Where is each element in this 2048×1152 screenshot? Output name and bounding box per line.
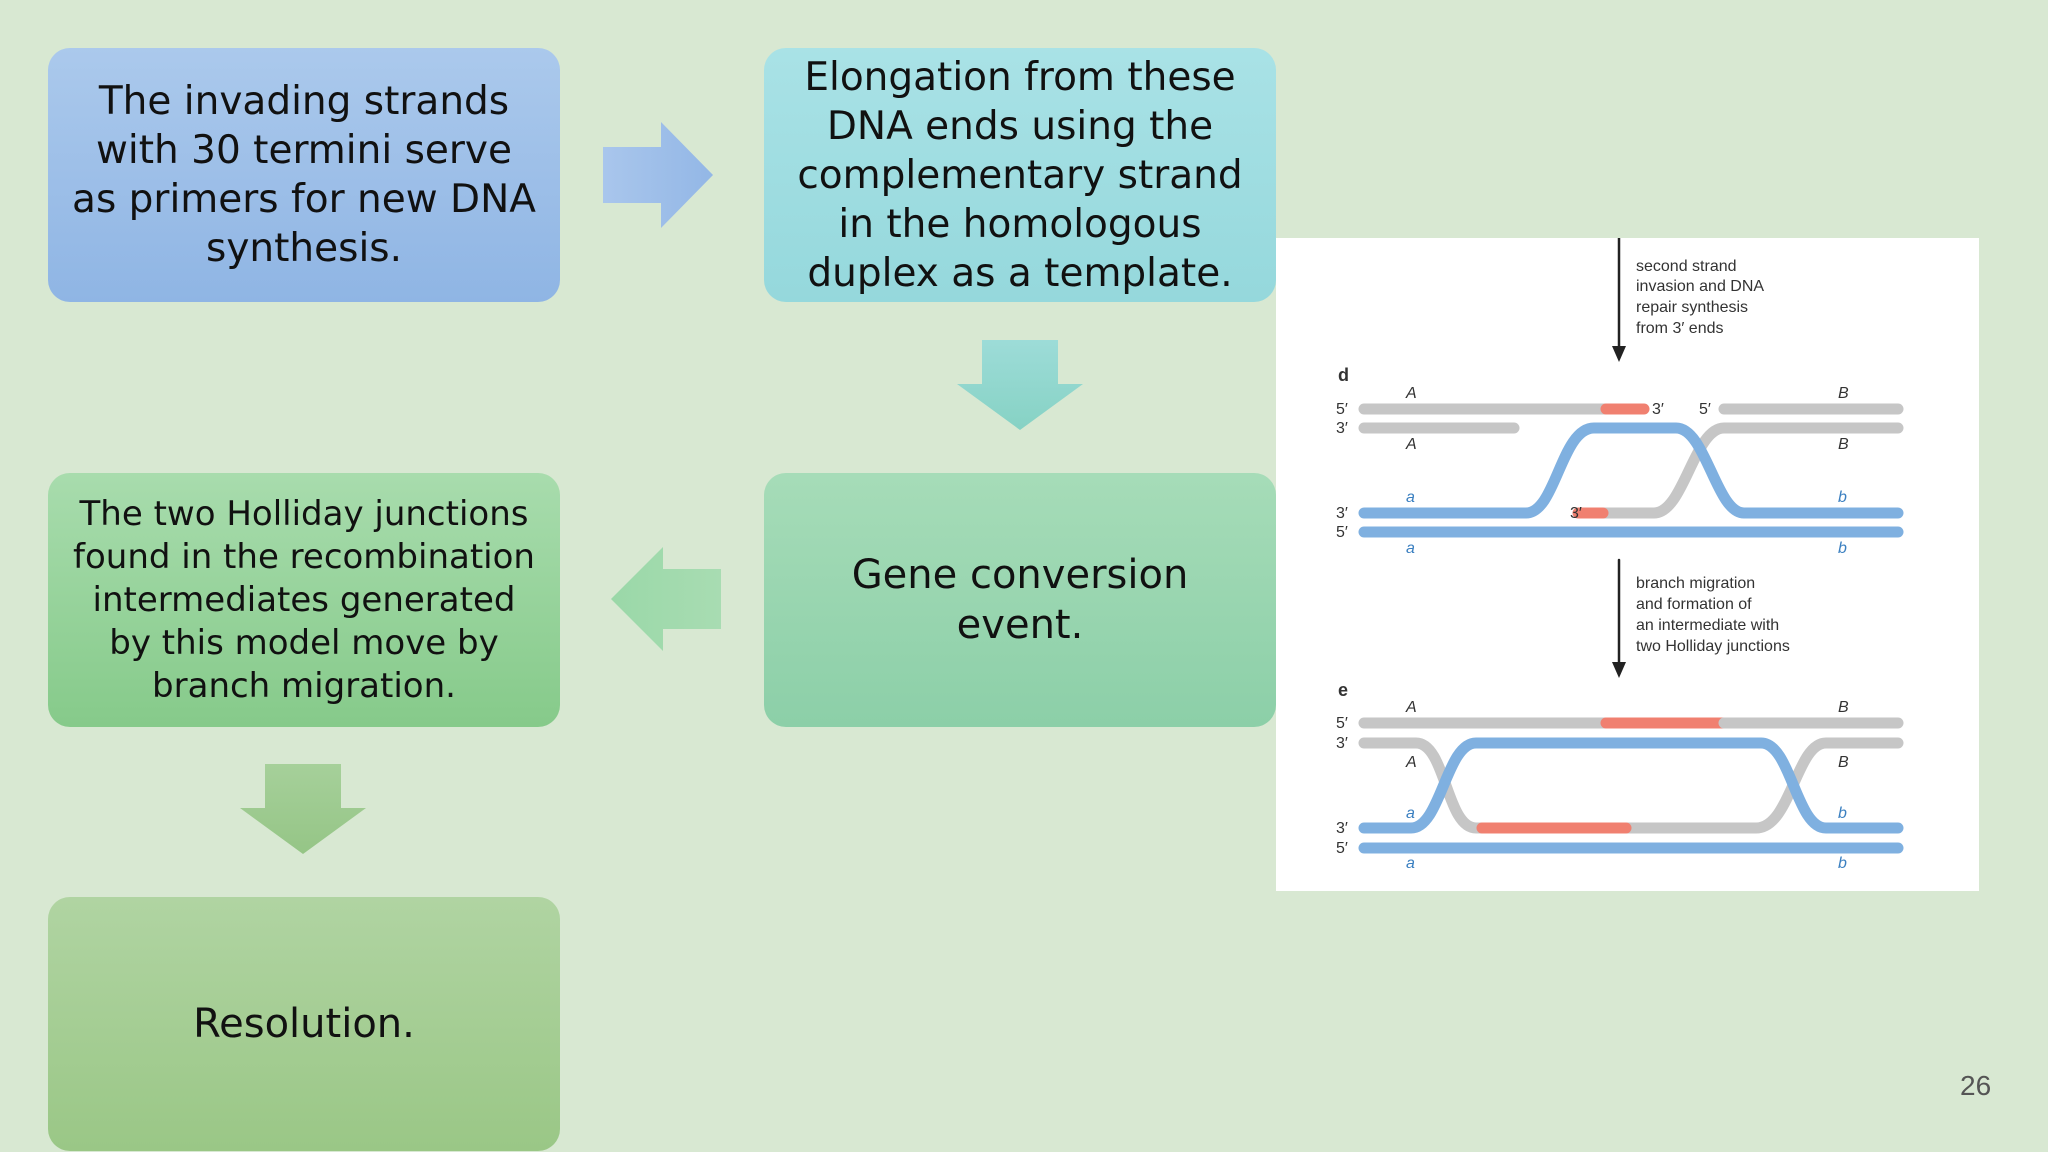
arrow-right-icon <box>603 122 713 228</box>
strand-grey-second-right <box>1597 422 1904 519</box>
step-label: from 3′ ends <box>1636 320 1723 337</box>
step-text: Gene conversion event. <box>851 552 1189 648</box>
strand-blue-crossing <box>1358 737 1904 834</box>
end-label: 5′ <box>1336 401 1348 418</box>
step-label: second strand <box>1636 258 1737 275</box>
recombination-figure: second strand invasion and DNA repair sy… <box>1276 236 1979 891</box>
end-label: 3′ <box>1336 420 1348 437</box>
step-label: branch migration <box>1636 575 1755 592</box>
step-label: and formation of <box>1636 596 1752 613</box>
allele-label: A <box>1405 436 1417 453</box>
end-label: 3′ <box>1336 820 1348 837</box>
panel-label: d <box>1338 365 1349 385</box>
end-label: 3′ <box>1652 401 1664 418</box>
page-number: 26 <box>1960 1070 1992 1101</box>
arrow-down-icon <box>957 340 1083 430</box>
step-arrow-head <box>1612 346 1626 362</box>
step-box-invading-strands: The invading strands with 30 termini ser… <box>48 48 560 302</box>
allele-label: A <box>1405 699 1417 716</box>
allele-label: a <box>1406 855 1415 872</box>
allele-label: A <box>1405 754 1417 771</box>
allele-label: B <box>1838 385 1849 402</box>
allele-label: a <box>1406 805 1415 822</box>
end-label: 3′ <box>1336 505 1348 522</box>
allele-label: b <box>1838 855 1847 872</box>
step-label: repair synthesis <box>1636 299 1748 316</box>
step-text: Resolution. <box>193 1001 415 1047</box>
arrow-down-icon <box>240 764 366 854</box>
allele-label: b <box>1838 489 1847 506</box>
allele-label: B <box>1838 699 1849 716</box>
step-arrow-head <box>1612 662 1626 678</box>
step-text: Elongation from these DNA ends using the… <box>797 54 1243 296</box>
allele-label: A <box>1405 385 1417 402</box>
step-box-resolution: Resolution. <box>48 897 560 1151</box>
step-box-elongation: Elongation from these DNA ends using the… <box>764 48 1276 302</box>
allele-label: a <box>1406 489 1415 506</box>
arrow-left-icon <box>611 547 721 651</box>
step-label: an intermediate with <box>1636 617 1779 634</box>
step-text: The invading strands with 30 termini ser… <box>72 79 536 271</box>
step-text: The two Holliday junctions found in the … <box>73 493 535 706</box>
allele-label: B <box>1838 436 1849 453</box>
step-label: invasion and DNA <box>1636 278 1764 295</box>
end-label: 3′ <box>1336 735 1348 752</box>
allele-label: a <box>1406 540 1415 557</box>
end-label: 5′ <box>1336 715 1348 732</box>
end-label: 5′ <box>1336 524 1348 541</box>
step-box-holliday-junctions: The two Holliday junctions found in the … <box>48 473 560 727</box>
panel-label: e <box>1338 680 1348 700</box>
allele-label: b <box>1838 805 1847 822</box>
step-label: two Holliday junctions <box>1636 638 1790 655</box>
strand-blue-upper <box>1358 422 1904 519</box>
end-label: 5′ <box>1336 840 1348 857</box>
allele-label: B <box>1838 754 1849 771</box>
recombination-diagram: second strand invasion and DNA repair sy… <box>1336 236 1904 872</box>
step-box-gene-conversion: Gene conversion event. <box>764 473 1276 727</box>
allele-label: b <box>1838 540 1847 557</box>
end-label: 5′ <box>1699 401 1711 418</box>
end-label: 3′ <box>1570 505 1582 522</box>
